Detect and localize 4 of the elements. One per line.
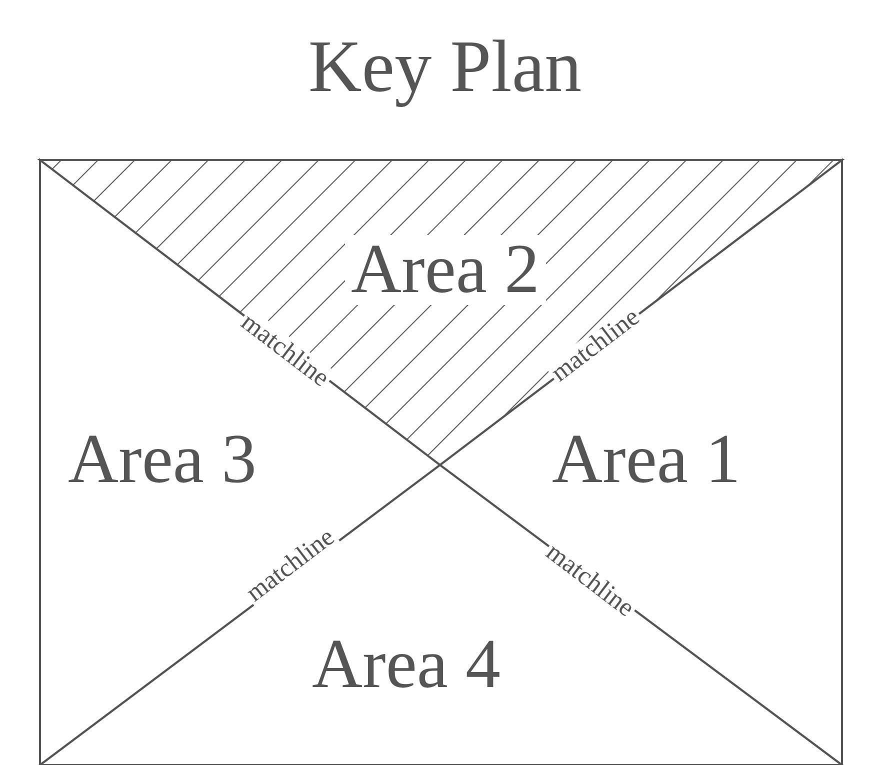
area-label: Area 1 — [552, 425, 741, 495]
area-label: Area 2 — [345, 235, 546, 305]
area-label: Area 3 — [68, 425, 257, 495]
area-label: Area 4 — [312, 630, 501, 700]
